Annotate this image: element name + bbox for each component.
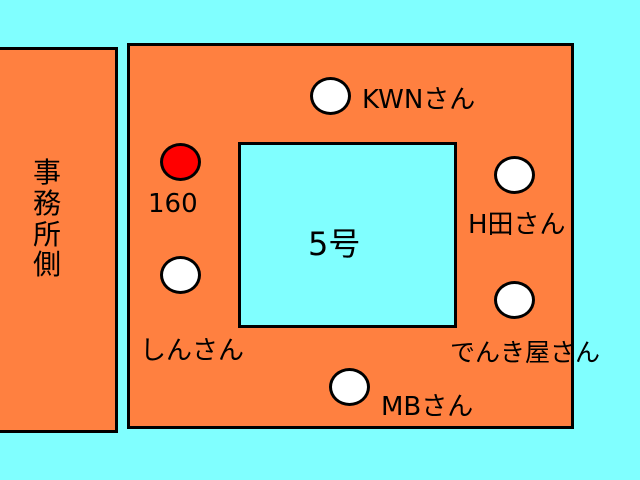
seat-160-label: 160 <box>148 189 198 219</box>
seat-hta-marker <box>494 156 535 194</box>
seat-shin-label: しんさん <box>140 336 245 366</box>
office-side-label: 事務所側 <box>33 156 62 282</box>
office-side-area <box>0 47 118 433</box>
seat-mb-marker <box>329 368 370 406</box>
seat-hta-label: H田さん <box>468 210 566 240</box>
seat-kwn-marker <box>310 77 351 115</box>
room-label: 5号 <box>308 225 361 263</box>
seat-shin-marker <box>160 256 201 294</box>
seat-mb-label: MBさん <box>381 392 474 422</box>
seat-kwn-label: KWNさん <box>362 85 476 115</box>
seat-160-marker <box>160 143 201 181</box>
seat-denkiya-label: でんき屋さん <box>450 338 601 367</box>
seat-denkiya-marker <box>494 281 535 319</box>
room-5 <box>238 142 457 328</box>
